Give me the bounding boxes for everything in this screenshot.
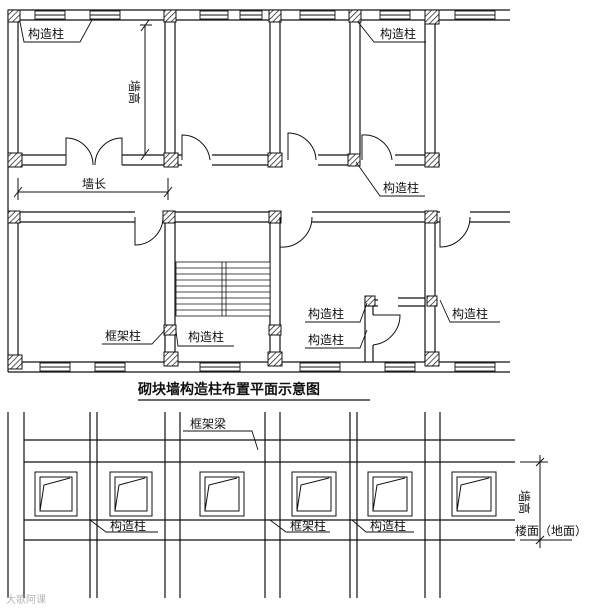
label-gzz-elev-right: 构造柱 [370, 518, 406, 533]
door-swings [65, 132, 471, 346]
plan-leader-lines [19, 19, 500, 349]
plan-labels: 构造柱 构造柱 构造柱 框架柱 构造柱 构造柱 构造柱 构造柱 墙长 墙高 [28, 26, 488, 347]
plan-view [7, 9, 510, 373]
elevation-view [7, 412, 515, 598]
label-gzz-right: 构造柱 [452, 306, 488, 321]
wall-length-dimension [13, 178, 173, 200]
diagram-title: 砌块墙构造柱布置平面示意图 [137, 381, 320, 398]
label-gzz-room-a: 构造柱 [308, 306, 344, 321]
label-gzz-corridor: 构造柱 [383, 180, 419, 195]
label-gzz-room-b: 构造柱 [308, 332, 344, 347]
label-gzz-elev-left: 构造柱 [110, 518, 146, 533]
label-wall-length: 墙长 [82, 177, 106, 191]
label-floor: 楼面（地面） [515, 523, 587, 538]
label-kjz-plan: 框架柱 [105, 328, 141, 343]
label-kjl: 框架梁 [190, 416, 226, 431]
label-gzz-top-right: 构造柱 [380, 26, 416, 41]
label-gzz-stair: 构造柱 [188, 329, 224, 344]
label-wall-height: 墙高 [127, 80, 142, 104]
watermark: 大歌阿课 [6, 593, 46, 606]
floor-height-dimension [520, 455, 572, 548]
label-wall-height-elev: 墙高 [517, 490, 532, 514]
label-kjz-elev: 框架柱 [290, 518, 326, 533]
elevation-windows [34, 471, 497, 517]
wall-height-dimension [140, 19, 152, 161]
window-marks [34, 10, 496, 372]
elevation-leader-lines [89, 430, 414, 533]
column-markers [7, 9, 440, 370]
stair [175, 261, 271, 317]
label-gzz-top-left: 构造柱 [28, 26, 64, 41]
elevation-labels: 框架梁 构造柱 框架柱 构造柱 墙高 楼面（地面） [110, 416, 587, 538]
